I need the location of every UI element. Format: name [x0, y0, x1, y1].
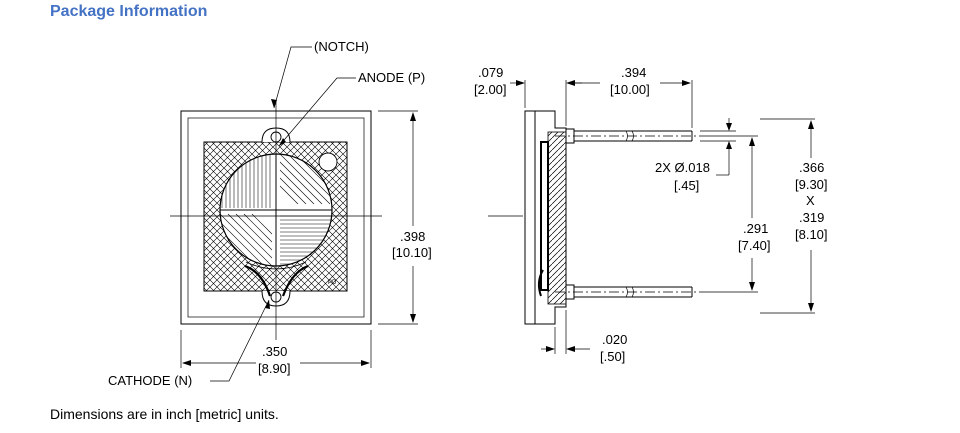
- body-size-line-1: .366: [799, 160, 824, 175]
- notch-label: (NOTCH): [314, 39, 369, 54]
- lead-length-dim-mm: [10.00]: [610, 82, 650, 97]
- lead-spacing-dim-in: .291: [743, 221, 768, 236]
- cathode-label: CATHODE (N): [108, 373, 192, 388]
- body-size-line-2: [9.30]: [795, 177, 828, 192]
- lead-spacing-dim-mm: [7.40]: [738, 238, 771, 253]
- lead-diameter-dim-mm: [.45]: [674, 178, 699, 193]
- units-note: Dimensions are in inch [metric] units.: [50, 406, 279, 422]
- window-layer: [524, 110, 536, 325]
- side-view: .079 [2.00] .394 [10.00] 2X Ø.018 [.45] …: [474, 65, 828, 364]
- bond-wire: [244, 264, 272, 297]
- standoff-dim-mm: [.50]: [600, 349, 625, 364]
- thickness-dim-mm: [2.00]: [474, 82, 507, 97]
- anode-label: ANODE (P): [358, 70, 425, 85]
- lead-top: [574, 130, 693, 142]
- svg-text:PD: PD: [328, 280, 337, 286]
- height-dim-in: .398: [400, 229, 425, 244]
- width-dim-mm: [8.90]: [258, 361, 291, 376]
- front-view: PD (NOTCH) ANODE (P) CATHODE (N) .398 [1…: [108, 39, 432, 388]
- lead-diameter-dim-in: 2X Ø.018: [655, 160, 710, 175]
- package-drawing: PD (NOTCH) ANODE (P) CATHODE (N) .398 [1…: [108, 39, 828, 388]
- standoff-dim-in: .020: [602, 332, 627, 347]
- lead-length-dim-in: .394: [621, 65, 646, 80]
- body-size-line-3: X: [806, 193, 815, 208]
- package-body-side: [534, 110, 567, 325]
- page-title: Package Information: [50, 3, 208, 20]
- body-size-line-4: .319: [799, 210, 824, 225]
- width-dim-in: .350: [262, 344, 287, 359]
- height-dim-mm: [10.10]: [392, 245, 432, 260]
- thickness-dim-in: .079: [478, 65, 503, 80]
- body-size-line-5: [8.10]: [795, 227, 828, 242]
